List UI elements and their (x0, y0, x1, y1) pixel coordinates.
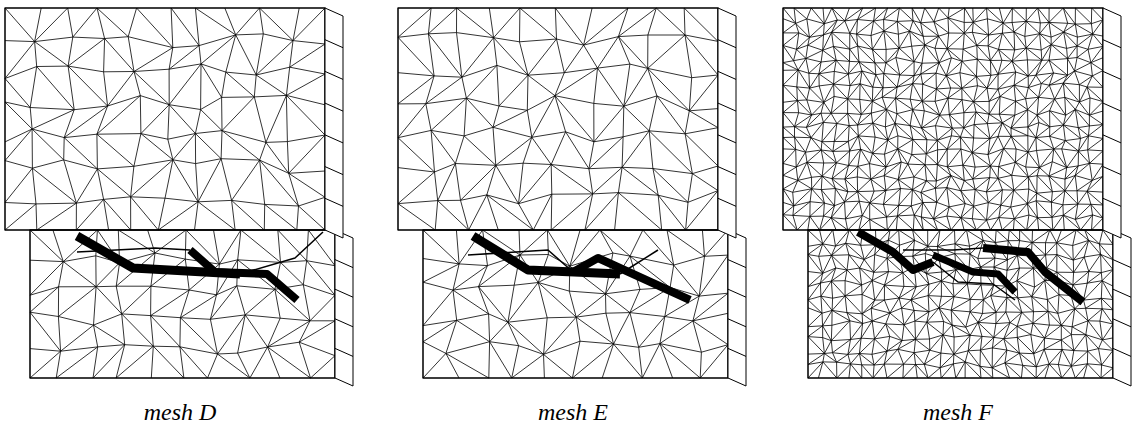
side-face (1103, 8, 1121, 238)
crack-path (858, 232, 933, 270)
block-outline (398, 8, 718, 230)
mesh-edges (30, 230, 335, 378)
mesh-edges (398, 8, 718, 230)
crack-path (468, 250, 573, 272)
side-face (335, 230, 353, 386)
crack-path (983, 248, 1083, 302)
mesh-panel (783, 8, 1131, 386)
mesh-edges (423, 230, 728, 378)
crack-path (573, 258, 690, 300)
crack-path (903, 248, 983, 250)
crack-path (240, 232, 323, 274)
block-outline (783, 8, 1103, 230)
block-outline (5, 8, 325, 230)
crack-path (933, 255, 1015, 292)
side-face (718, 8, 736, 238)
side-face (1113, 230, 1131, 386)
crack-path (77, 248, 190, 252)
side-face (728, 230, 746, 386)
side-face (325, 8, 343, 238)
mesh-edges (5, 8, 325, 230)
block-outline (808, 230, 1113, 378)
panel-label: mesh D (144, 399, 217, 426)
mesh-panel (398, 8, 746, 386)
mesh-panel (5, 8, 353, 386)
panel-label: mesh E (538, 399, 608, 426)
block-outline (30, 230, 335, 378)
block-outline (423, 230, 728, 378)
mesh-edges (808, 230, 1113, 378)
crack-path (190, 250, 297, 300)
panel-label: mesh F (923, 399, 993, 426)
mesh-edges (783, 8, 1103, 230)
